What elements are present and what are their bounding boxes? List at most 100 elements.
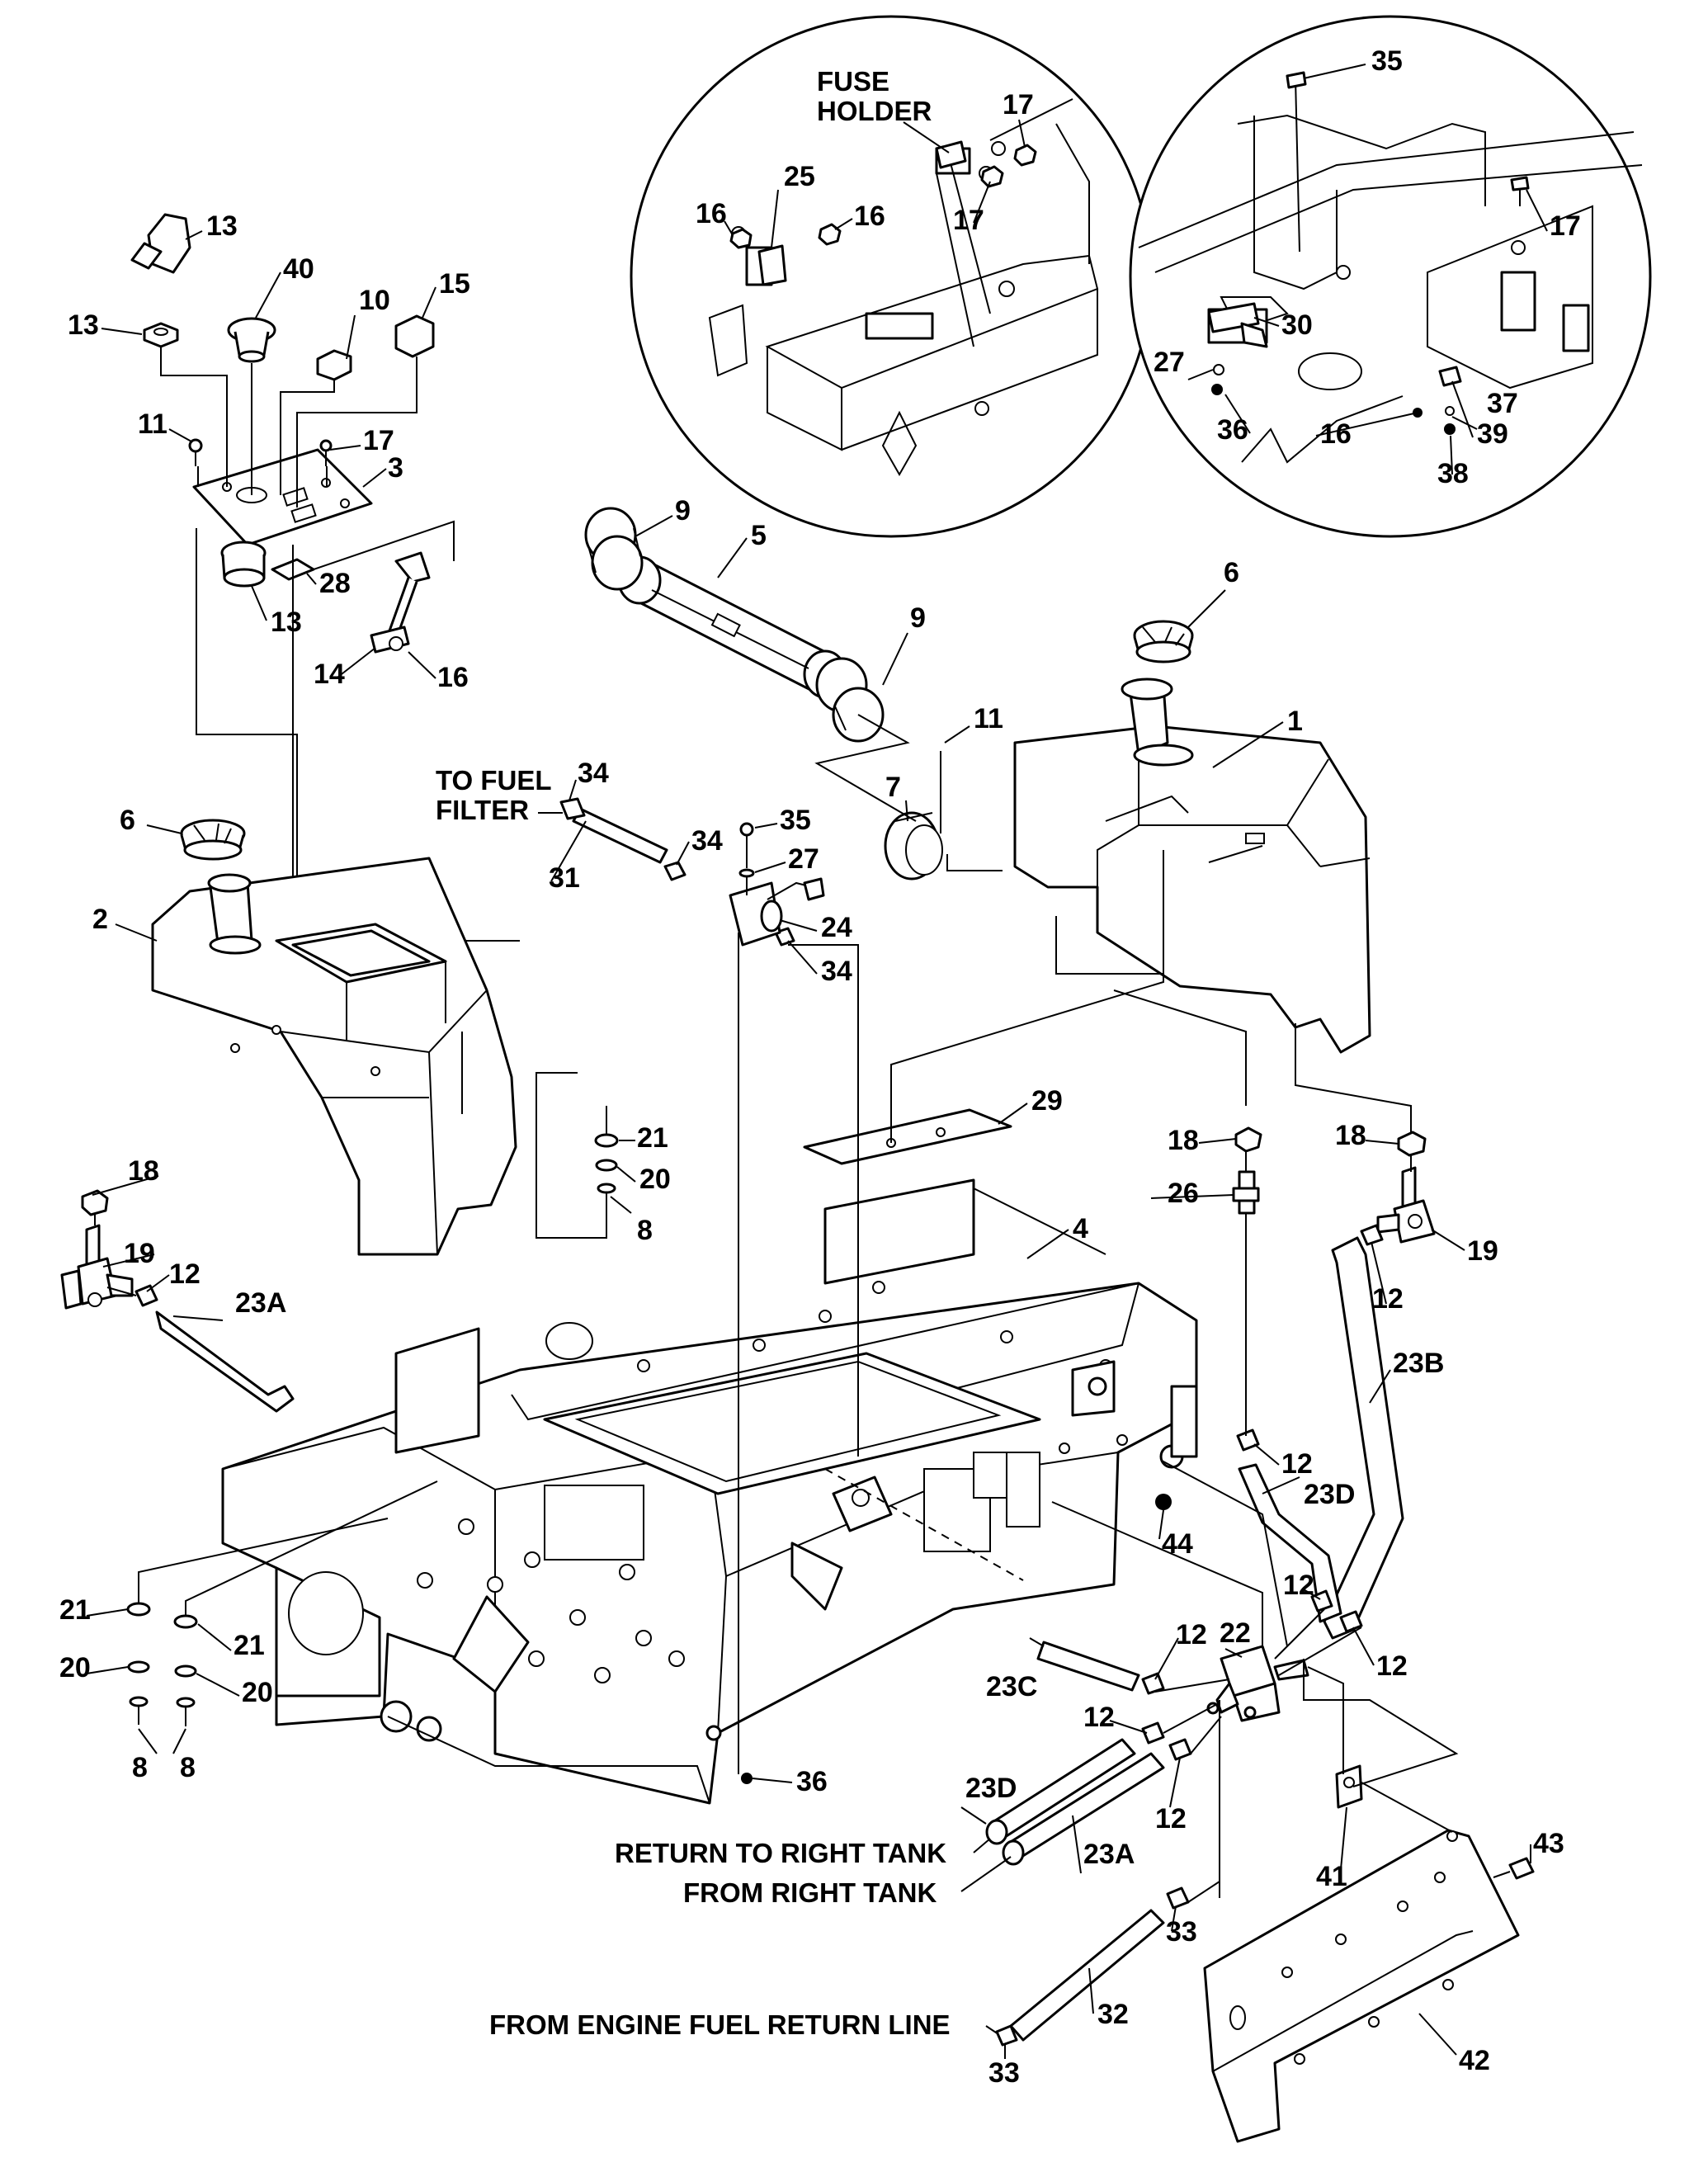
callout-11-tank: 11 bbox=[974, 703, 1003, 734]
note-fuse-holder-line1: FUSE bbox=[817, 66, 889, 97]
grommet-18-left bbox=[81, 1189, 109, 1216]
callout-21-center: 21 bbox=[637, 1122, 668, 1154]
callout-19-right: 19 bbox=[1467, 1235, 1498, 1267]
callout-21-left: 21 bbox=[59, 1594, 91, 1626]
callout-36-main: 36 bbox=[796, 1766, 828, 1797]
callout-28: 28 bbox=[319, 568, 351, 599]
tube-leader-lines bbox=[814, 714, 1003, 871]
callout-17-fuse-a: 17 bbox=[1003, 89, 1034, 120]
relay-30 bbox=[1207, 302, 1268, 348]
clamp-12-23C bbox=[1141, 1672, 1165, 1695]
note-from-right-tank: FROM RIGHT TANK bbox=[683, 1877, 937, 1908]
clamp-12-lower-b bbox=[1168, 1738, 1192, 1761]
callout-labels: 1 2 3 4 5 6 6 7 8 8 8 9 9 10 11 11 12 12… bbox=[59, 45, 1581, 2089]
bolt-17-bracket bbox=[1510, 176, 1530, 206]
callout-39: 39 bbox=[1477, 418, 1508, 450]
callout-22: 22 bbox=[1220, 1617, 1251, 1649]
main-frame-4 bbox=[221, 1178, 1198, 1805]
callout-12-valve: 12 bbox=[1372, 1283, 1404, 1315]
callout-35-solenoid: 35 bbox=[780, 805, 811, 836]
washer-21-center bbox=[594, 1133, 619, 1148]
callout-8-center: 8 bbox=[637, 1215, 653, 1246]
callout-16-lever: 16 bbox=[437, 662, 469, 693]
fuel-shutoff-solenoid-24 bbox=[729, 877, 825, 947]
nut-16-fuse-b bbox=[818, 223, 842, 246]
note-from-engine-fuel-return-line: FROM ENGINE FUEL RETURN LINE bbox=[489, 2009, 951, 2040]
callout-12-tee-b: 12 bbox=[1376, 1650, 1408, 1682]
lockwasher-20-right bbox=[174, 1664, 197, 1678]
bolt-35-solenoid bbox=[739, 822, 754, 854]
fuel-line-31 bbox=[559, 797, 668, 864]
washer-21-left bbox=[126, 1602, 151, 1617]
callout-13-key: 13 bbox=[206, 210, 238, 242]
callout-16-fuse-b: 16 bbox=[854, 201, 885, 232]
callout-27-solenoid: 27 bbox=[788, 843, 819, 875]
lockwasher-20-left bbox=[127, 1660, 150, 1674]
callout-25: 25 bbox=[784, 161, 815, 192]
bolt-8-left bbox=[129, 1696, 149, 1725]
callout-32: 32 bbox=[1097, 1999, 1129, 2030]
washer-27-bracket bbox=[1213, 364, 1224, 375]
fuel-tube-5 bbox=[617, 555, 847, 699]
bolt-43 bbox=[1493, 1857, 1535, 1880]
callout-33-upper: 33 bbox=[1166, 1916, 1197, 1948]
washer-27-solenoid bbox=[738, 868, 755, 878]
screw-37 bbox=[1438, 366, 1462, 387]
clamp-12-right-valve bbox=[1360, 1224, 1384, 1246]
bushing-7 bbox=[884, 811, 943, 881]
detail-view-fuse-holder bbox=[630, 15, 1153, 538]
callout-34-filter: 34 bbox=[578, 758, 609, 789]
callout-12-mid: 12 bbox=[1281, 1448, 1313, 1480]
callout-41: 41 bbox=[1316, 1861, 1347, 1892]
annotation-notes: FUSE HOLDER TO FUEL FILTER RETURN TO RIG… bbox=[436, 66, 1012, 2040]
callout-36-bracket: 36 bbox=[1217, 414, 1248, 446]
tee-fitting-22 bbox=[1206, 1645, 1309, 1722]
callout-23A-left: 23A bbox=[235, 1287, 286, 1319]
fuse-25 bbox=[757, 244, 787, 286]
grommet-18-center bbox=[1234, 1126, 1262, 1153]
detail-view-bracket bbox=[1129, 15, 1652, 538]
switch-15 bbox=[394, 314, 435, 358]
callout-6-right: 6 bbox=[1224, 557, 1239, 588]
callout-12-tee-a: 12 bbox=[1283, 1570, 1314, 1601]
gauge-40 bbox=[227, 317, 276, 363]
callout-7: 7 bbox=[885, 772, 901, 803]
callout-37: 37 bbox=[1487, 388, 1518, 419]
callout-15: 15 bbox=[439, 268, 470, 300]
callout-34-mid: 34 bbox=[691, 825, 723, 857]
clamp-12-left bbox=[134, 1284, 158, 1307]
callout-23C: 23C bbox=[986, 1671, 1037, 1702]
callout-23A-lower: 23A bbox=[1083, 1839, 1135, 1870]
left-fuel-tank-2 bbox=[151, 857, 517, 1256]
clamp-33-upper bbox=[1166, 1886, 1190, 1910]
callout-34-lower: 34 bbox=[821, 956, 852, 987]
callout-8-left: 8 bbox=[132, 1752, 148, 1783]
hose-23B bbox=[1323, 1236, 1404, 1640]
callout-4: 4 bbox=[1073, 1213, 1088, 1244]
callout-20-center: 20 bbox=[639, 1164, 671, 1195]
callout-23D-lower: 23D bbox=[965, 1773, 1017, 1804]
washer-21-right bbox=[173, 1614, 198, 1629]
callout-19-left: 19 bbox=[124, 1238, 155, 1269]
callout-29: 29 bbox=[1031, 1085, 1063, 1117]
callout-11-panel: 11 bbox=[138, 408, 167, 440]
hose-23D-right bbox=[1238, 1463, 1342, 1623]
left-valve-leader bbox=[94, 1215, 137, 1296]
callout-9-left: 9 bbox=[675, 495, 691, 526]
callout-40: 40 bbox=[283, 253, 314, 285]
hose-23C bbox=[1036, 1641, 1140, 1692]
callout-6-left: 6 bbox=[120, 805, 135, 836]
ignition-switch-13 bbox=[220, 541, 267, 588]
washer-39 bbox=[1445, 406, 1455, 416]
callout-12-left: 12 bbox=[169, 1258, 201, 1290]
hose-23D-lower bbox=[985, 1738, 1136, 1845]
callout-35-bracket: 35 bbox=[1371, 45, 1403, 77]
grommet-18-right bbox=[1397, 1131, 1427, 1157]
nut-13 bbox=[143, 322, 179, 348]
throttle-lever-14 bbox=[370, 551, 431, 654]
nut-17-fuse-b bbox=[980, 165, 1004, 188]
callout-23D-right: 23D bbox=[1304, 1479, 1355, 1510]
fuse-10 bbox=[316, 349, 352, 381]
